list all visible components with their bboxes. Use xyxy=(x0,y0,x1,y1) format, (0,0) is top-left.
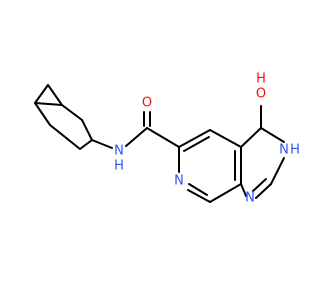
hydroxyl-hydrogen-label: H xyxy=(256,72,266,87)
bond-c4-to-n3 xyxy=(260,127,285,143)
bond-c4a-c4 xyxy=(240,127,262,148)
bond-c2-to-n1-inner xyxy=(252,178,267,192)
bond-n1-to-c8a xyxy=(240,183,247,197)
bond-nh-to-carbonyl xyxy=(125,127,148,147)
hydroxyl-oxygen-label: O xyxy=(256,87,266,102)
molecule-structure-diagram: O N H O H N H N N xyxy=(0,0,300,300)
bond-cp-to-ch2-top xyxy=(61,104,83,121)
amide-hydrogen-label: H xyxy=(114,159,124,174)
carbonyl-oxygen-label: O xyxy=(142,96,152,111)
pyrimidine-nitrogen-label: N xyxy=(245,191,255,206)
diagram-background xyxy=(0,0,300,300)
atom-labels: O N H O H N H N N xyxy=(114,72,300,206)
bond-ch-to-nh xyxy=(91,139,113,149)
ring-nh-hydrogen-label: H xyxy=(290,143,300,158)
bond-ch2-bottom-to-cp xyxy=(49,124,81,150)
bond-ch2-top-to-ch xyxy=(81,119,93,141)
bond-carbonyl-to-ring xyxy=(146,127,180,148)
bond-cp-top-right xyxy=(47,84,63,106)
bond-pyridine-c8-n7 xyxy=(187,189,211,203)
bond-cp-top-left xyxy=(34,84,49,104)
pyridine-nitrogen-label: N xyxy=(174,174,184,189)
bond-c2-to-n1 xyxy=(255,183,272,199)
bond-pyridine-c6-c5-inner xyxy=(183,136,210,152)
bond-lines xyxy=(34,84,285,203)
bond-ch-to-ch2-bottom xyxy=(79,139,93,150)
bond-cp-bottom xyxy=(34,102,63,106)
bond-pyridine-c8a-c8 xyxy=(209,183,242,203)
ring-nitrogen-nh-label: N xyxy=(279,143,289,158)
amide-nitrogen-label: N xyxy=(114,144,124,159)
bond-pyridine-c6-c5 xyxy=(178,129,211,148)
bond-pyridine-c5-c4a xyxy=(209,129,242,148)
bond-cp-left-to-ch xyxy=(34,102,51,126)
bond-pyridine-c8-n7-inner xyxy=(188,183,208,196)
bond-n3-to-c2 xyxy=(270,157,285,185)
